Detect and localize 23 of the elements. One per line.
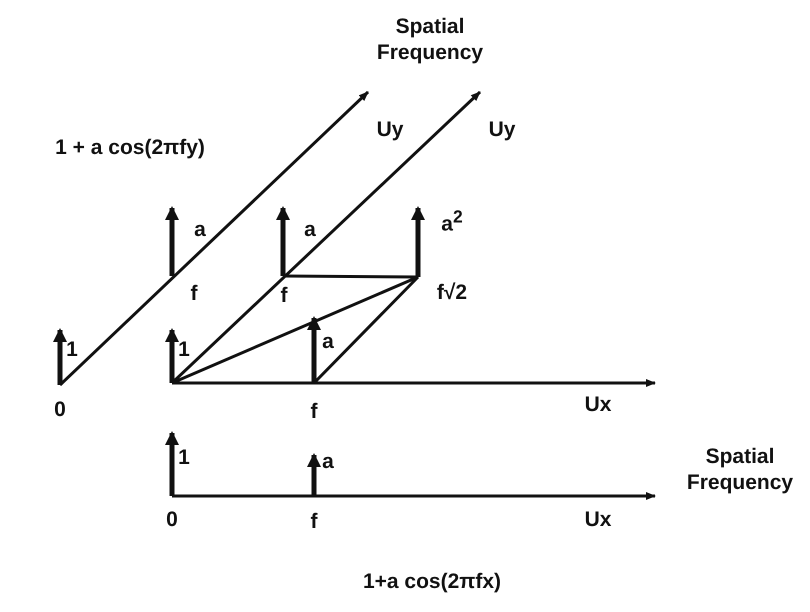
axis-title: Spatial Frequency bbox=[686, 444, 794, 496]
axis-title: Spatial Frequency bbox=[376, 14, 484, 66]
amplitude-label: a bbox=[322, 448, 334, 475]
axis-label: Uy bbox=[488, 116, 516, 143]
amplitude-label: 1 bbox=[178, 444, 190, 471]
amplitude-label: a bbox=[304, 216, 316, 243]
formula: 1 + a cos(2πfy) bbox=[55, 134, 205, 161]
frequency-label: f bbox=[310, 508, 318, 535]
amplitude-label: a bbox=[194, 216, 206, 243]
amplitude-label: 1 bbox=[178, 336, 190, 363]
frequency-label: f bbox=[280, 282, 288, 309]
axis-label: Ux bbox=[584, 506, 612, 533]
amplitude-label: a$^{2}$ bbox=[441, 206, 463, 238]
frequency-label: f bbox=[310, 398, 318, 425]
origin-label: 0 bbox=[166, 506, 178, 533]
origin-label: 0 bbox=[54, 396, 66, 423]
frequency-label: f bbox=[190, 280, 198, 307]
axis-label: Ux bbox=[584, 392, 612, 418]
amplitude-label: a bbox=[322, 328, 334, 355]
frequency-label: f√2 bbox=[436, 280, 468, 306]
formula: 1+a cos(2πfx) bbox=[362, 568, 502, 595]
axis-label: Uy bbox=[376, 116, 404, 143]
amplitude-label: 1 bbox=[66, 336, 78, 363]
